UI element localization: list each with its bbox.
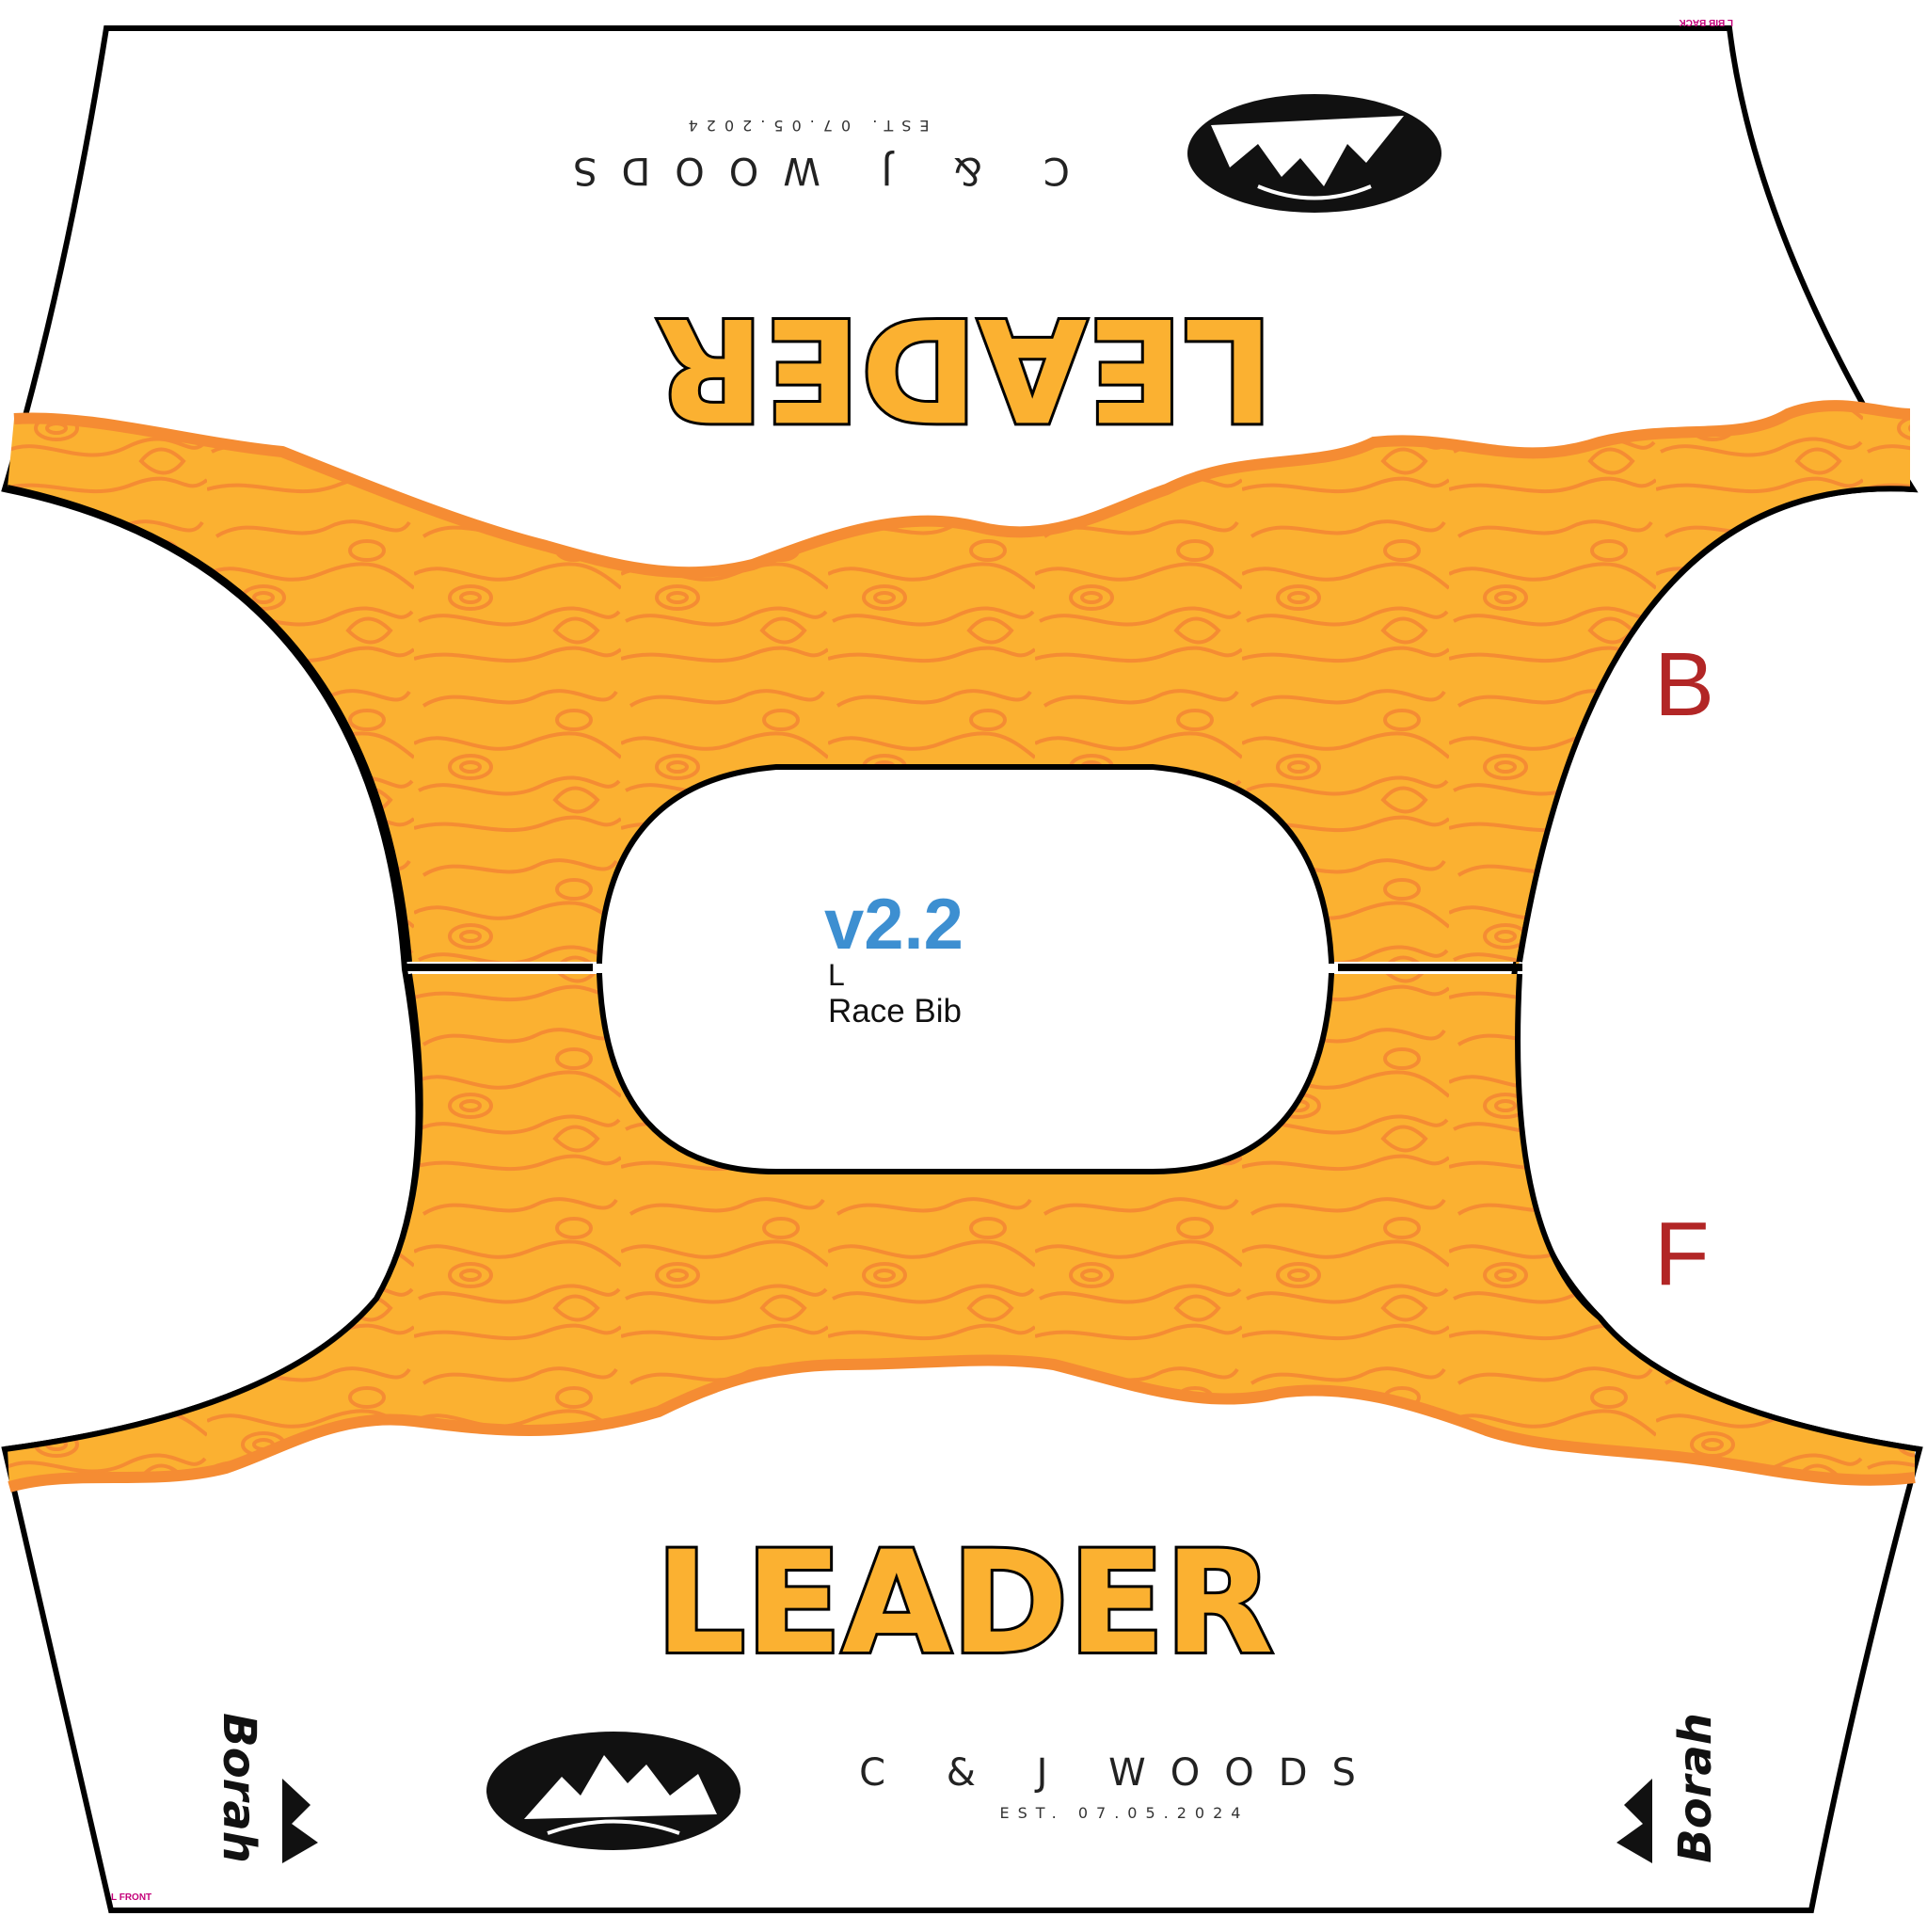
front-arm-outline-left [4, 973, 423, 1452]
back-brand-name: C & J WOODS [549, 149, 1070, 192]
borah-logo-right-icon: Borah [1616, 1713, 1722, 1863]
front-leader-text: LEADER [656, 1522, 1274, 1685]
version-label: v2.2 [824, 885, 964, 965]
product-label: Race Bib [828, 993, 963, 1030]
borah-logo-left-text: Borah [213, 1713, 265, 1863]
back-mountain-logo-icon [1187, 94, 1441, 213]
front-established: EST. 07.05.2024 [1000, 1804, 1250, 1822]
size-label: L [828, 958, 845, 992]
neck-fold-gap [593, 964, 1338, 973]
front-topo-edge [8, 1354, 1916, 1493]
front-topo-band [8, 974, 1915, 1487]
back-arm-outline-right [1517, 486, 1914, 963]
front-arm-outline-right [1515, 973, 1920, 1452]
front-brand-name: C & J WOODS [859, 1751, 1380, 1795]
back-topo-edge [13, 400, 1911, 579]
front-mountain-logo-icon [486, 1732, 741, 1850]
back-arm-outline-left [7, 485, 412, 963]
borah-logo-left-icon: Borah [213, 1713, 318, 1863]
front-corner-tag: L FRONT [111, 1892, 152, 1903]
front-side-letter: F [1654, 1204, 1710, 1304]
back-leader-text: LEADER [656, 286, 1274, 450]
back-topo-band [8, 406, 1910, 970]
back-corner-tag: L BIB BACK [1679, 17, 1733, 27]
back-established: EST. 07.05.2024 [680, 117, 930, 135]
back-side-letter: B [1654, 634, 1715, 735]
borah-logo-right-text: Borah [1669, 1713, 1722, 1863]
